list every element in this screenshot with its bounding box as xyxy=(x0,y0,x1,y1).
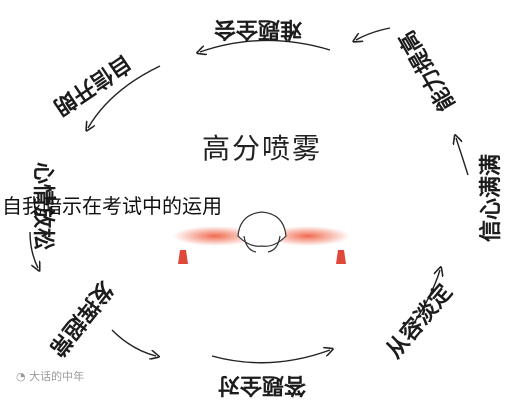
cycle-label-top-left: 自信开朗 xyxy=(49,49,137,120)
spray-illustration xyxy=(173,211,350,264)
overlay-caption: 自我暗示在考试中的运用 xyxy=(2,194,222,218)
cycle-arrow-left xyxy=(29,231,38,268)
character-hand-right xyxy=(267,235,281,253)
cycle-arrow-top-right xyxy=(356,27,391,40)
cycle-arrow-right xyxy=(456,138,469,176)
cycle-label-left: 心情放松 xyxy=(30,162,56,250)
cycle-label-bottom: 答题全对 xyxy=(218,372,306,398)
cycle-label-bottom-left: 发挥超常 xyxy=(43,275,118,361)
spray-mist-right xyxy=(266,226,350,246)
cycle-arrow-top-left xyxy=(88,65,161,128)
cycle-arrow-bottom-right xyxy=(411,270,440,327)
cycle-label-right: 信心满满 xyxy=(478,154,504,242)
cycle-arrow-top xyxy=(200,39,331,52)
character-head xyxy=(237,211,287,247)
spray-bottle-left-icon xyxy=(178,250,188,264)
character-hand-left xyxy=(243,235,257,253)
cycle-label-top: 难题全会 xyxy=(214,16,303,42)
spray-mist-left xyxy=(173,226,257,246)
watermark: ◔ 大话的中年 xyxy=(16,370,85,383)
center-title: 高分喷雾 xyxy=(202,132,322,165)
cycle-label-bottom-right: 从容淡定 xyxy=(381,279,457,363)
cycle-arrow-bottom xyxy=(211,350,330,364)
spray-bottle-right-icon xyxy=(336,250,346,264)
cycle-label-top-right: 能力提高 xyxy=(394,26,461,115)
cycle-arrow-bottom-left xyxy=(111,329,156,356)
